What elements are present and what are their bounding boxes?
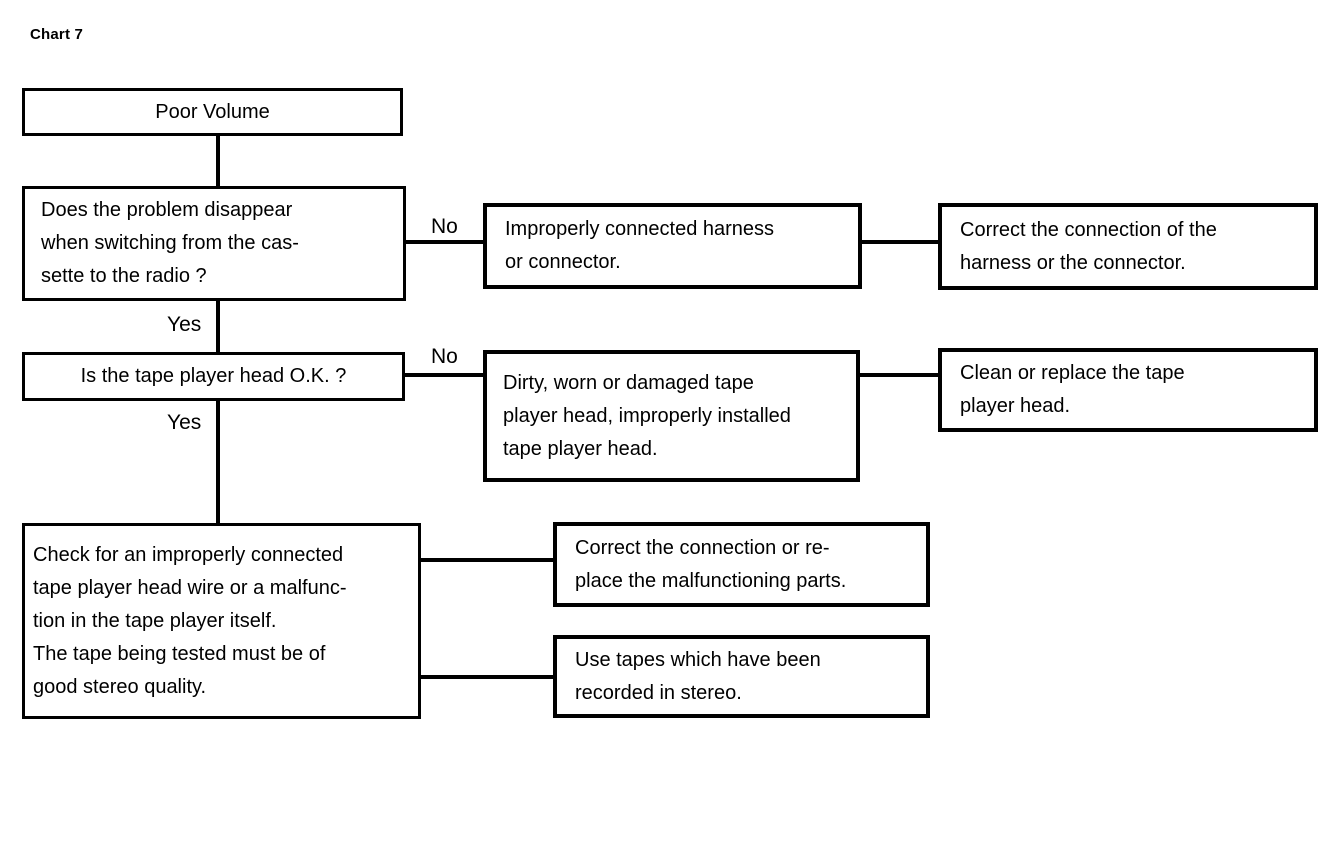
connector-q2-to-check — [216, 399, 220, 525]
action-node-1: Correct the connection or re- place the … — [553, 522, 930, 607]
connector-check-to-action2 — [420, 675, 554, 679]
cause-node-2: Dirty, worn or damaged tape player head,… — [483, 350, 860, 482]
cause-node-1: Improperly connected harness or connecto… — [483, 203, 862, 289]
connector-cause2-to-remedy2 — [858, 373, 939, 377]
question-node-1: Does the problem disappear when switchin… — [22, 186, 406, 301]
edge-label-yes-2: Yes — [167, 411, 202, 434]
question-node-2: Is the tape player head O.K. ? — [22, 352, 405, 401]
connector-cause1-to-remedy1 — [860, 240, 939, 244]
remedy-node-2: Clean or replace the tape player head. — [938, 348, 1318, 432]
edge-label-no-1: No — [431, 215, 458, 238]
action-node-2: Use tapes which have been recorded in st… — [553, 635, 930, 718]
chart-title: Chart 7 — [30, 26, 84, 43]
edge-label-no-2: No — [431, 345, 458, 368]
edge-label-yes-1: Yes — [167, 313, 202, 336]
start-node-poor-volume: Poor Volume — [22, 88, 403, 136]
remedy-node-1: Correct the connection of the harness or… — [938, 203, 1318, 290]
connector-q1-to-cause1 — [405, 240, 484, 244]
connector-q1-to-q2 — [216, 300, 220, 353]
check-node: Check for an improperly connected tape p… — [22, 523, 421, 719]
connector-start-to-q1 — [216, 134, 220, 188]
connector-check-to-action1 — [420, 558, 554, 562]
connector-q2-to-cause2 — [404, 373, 484, 377]
